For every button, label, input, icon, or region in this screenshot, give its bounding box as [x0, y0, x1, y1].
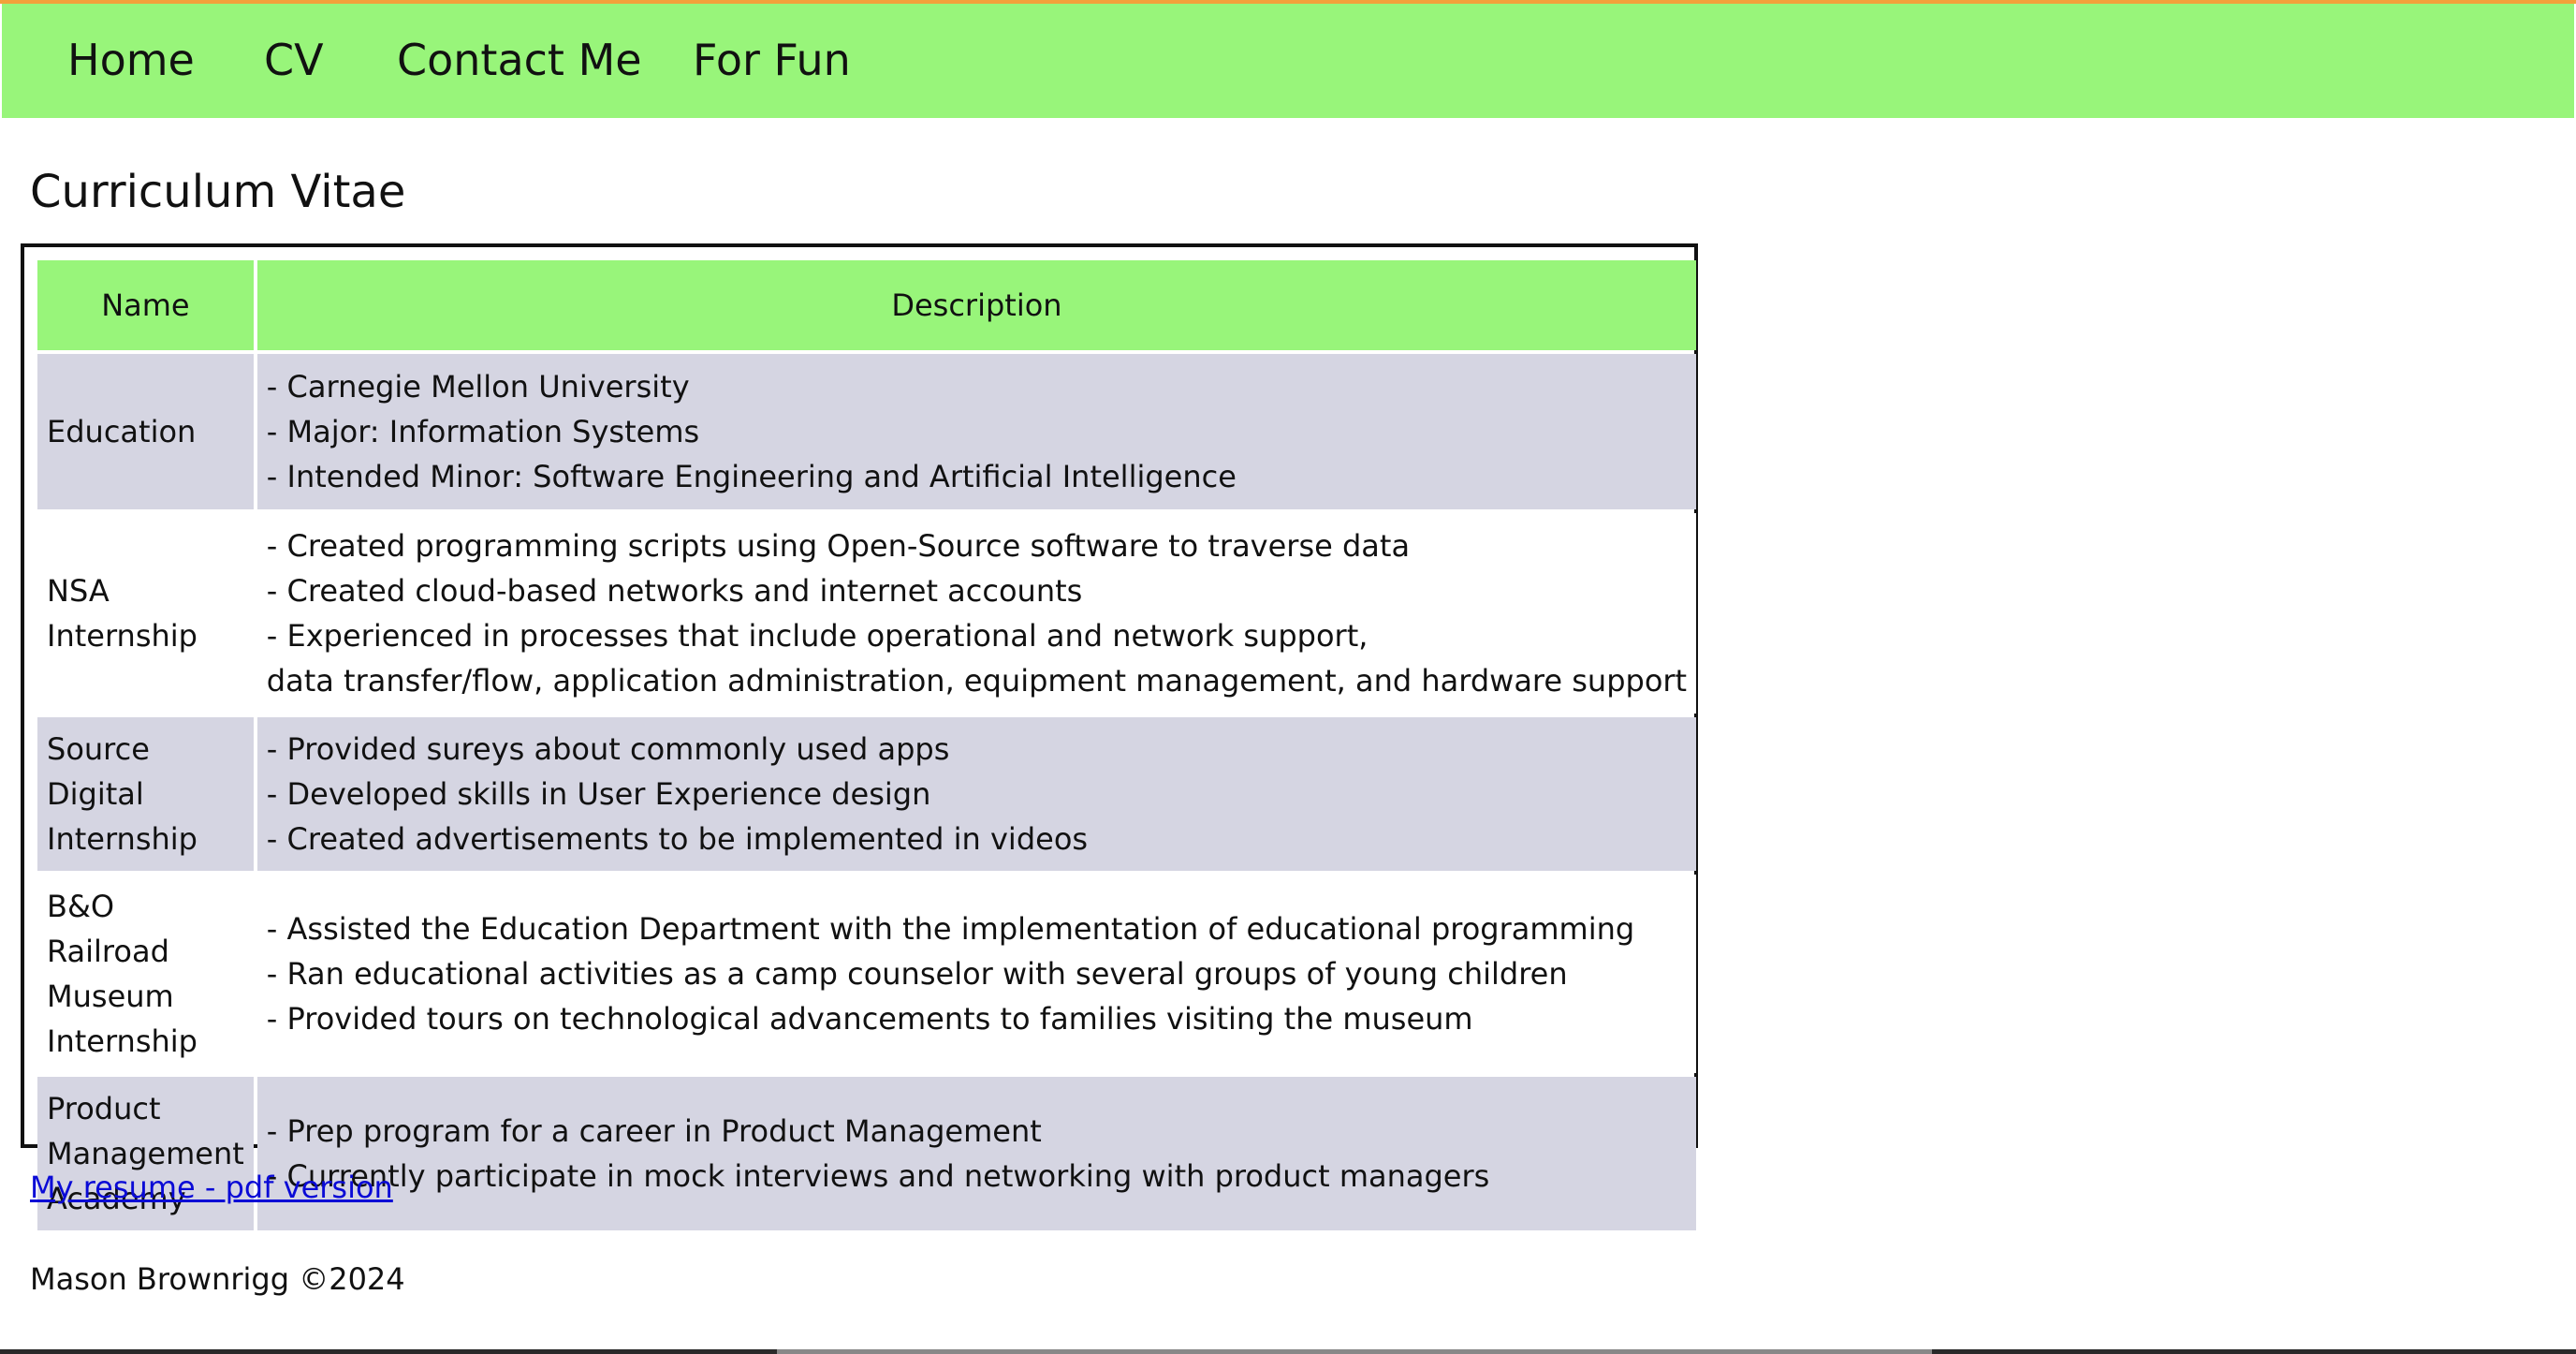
page-title: Curriculum Vitae [30, 166, 406, 218]
description-line: - Currently participate in mock intervie… [266, 1158, 1490, 1194]
description-line: - Ran educational activities as a camp c… [266, 956, 1568, 992]
footer-copyright: Mason Brownrigg ©2024 [30, 1261, 405, 1297]
bottom-border [0, 1349, 2576, 1354]
nav-for-fun-link[interactable]: For Fun [693, 35, 851, 85]
nav-contact-link[interactable]: Contact Me [397, 35, 642, 85]
row-description: - Provided sureys about commonly used ap… [256, 717, 1697, 871]
top-navbar: Home CV Contact Me For Fun [2, 4, 2574, 118]
table-row: Source Digital Internship - Provided sur… [37, 717, 1697, 871]
description-line: - Experienced in processes that include … [266, 618, 1368, 654]
description-line: - Created programming scripts using Open… [266, 528, 1411, 564]
cv-table: Name Description Education - Carnegie Me… [34, 257, 1700, 1234]
table-row: Product Management Academy - Prep progra… [37, 1077, 1697, 1230]
description-line: - Intended Minor: Software Engineering a… [266, 459, 1237, 494]
description-line: - Provided tours on technological advanc… [266, 1001, 1473, 1037]
row-description: - Carnegie Mellon University - Major: In… [256, 354, 1697, 509]
resume-pdf-link[interactable]: My resume - pdf version [30, 1170, 393, 1205]
description-line: data transfer/flow, application administ… [266, 663, 1688, 699]
description-line: - Major: Information Systems [266, 414, 700, 449]
description-line: - Prep program for a career in Product M… [266, 1113, 1042, 1149]
header-name: Name [37, 260, 254, 350]
row-description: - Prep program for a career in Product M… [256, 1077, 1697, 1230]
header-description: Description [256, 260, 1697, 350]
description-line: - Provided sureys about commonly used ap… [266, 731, 950, 767]
row-name: Source Digital Internship [37, 717, 254, 871]
nav-home-link[interactable]: Home [67, 35, 195, 85]
cv-table-container: Name Description Education - Carnegie Me… [21, 243, 1698, 1230]
row-name: NSA Internship [37, 513, 254, 714]
row-name: Product Management Academy [37, 1077, 254, 1230]
table-row: NSA Internship - Created programming scr… [37, 513, 1697, 714]
row-name: B&O Railroad Museum Internship [37, 875, 254, 1073]
description-line: - Developed skills in User Experience de… [266, 776, 931, 812]
row-name: Education [37, 354, 254, 509]
top-accent-border [0, 0, 2576, 4]
description-line: - Created advertisements to be implement… [266, 821, 1089, 857]
nav-cv-link[interactable]: CV [264, 35, 324, 85]
row-description: - Assisted the Education Department with… [256, 875, 1697, 1073]
table-row: Education - Carnegie Mellon University -… [37, 354, 1697, 509]
bottom-scroll-segment [777, 1349, 1932, 1354]
description-line: - Carnegie Mellon University [266, 369, 690, 405]
description-line: - Assisted the Education Department with… [266, 911, 1635, 947]
table-row: B&O Railroad Museum Internship - Assiste… [37, 875, 1697, 1073]
description-line: - Created cloud-based networks and inter… [266, 573, 1083, 609]
row-description: - Created programming scripts using Open… [256, 513, 1697, 714]
